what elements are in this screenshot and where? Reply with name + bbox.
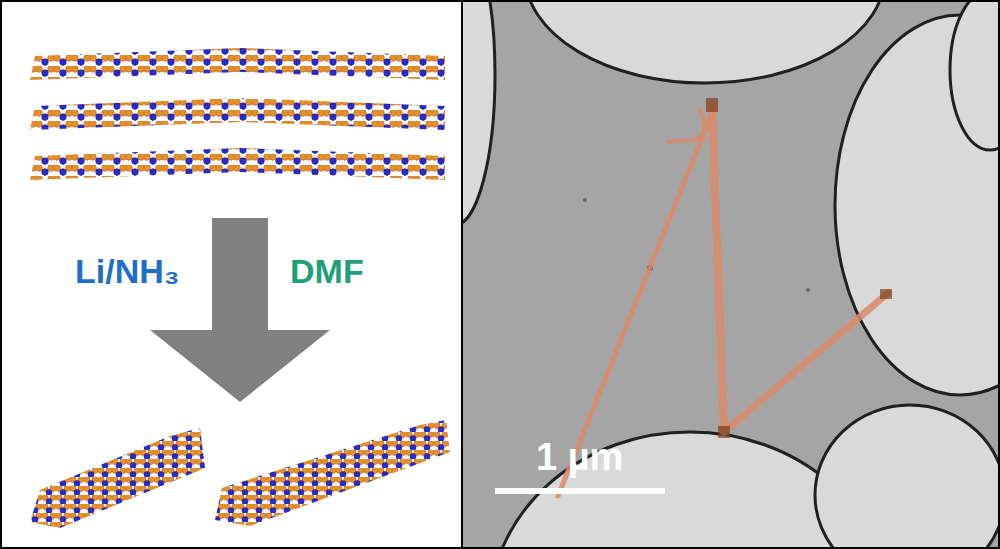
left-panel xyxy=(2,2,462,547)
process-arrow xyxy=(150,218,330,402)
tem-image xyxy=(463,2,998,547)
nanoribbons xyxy=(30,420,450,528)
reagent-label: Li/NH₃ xyxy=(75,254,180,288)
scale-label: 1 µm xyxy=(536,438,623,476)
panel-divider xyxy=(461,2,463,547)
layered-sheets xyxy=(30,48,445,180)
solvent-label: DMF xyxy=(290,254,364,288)
